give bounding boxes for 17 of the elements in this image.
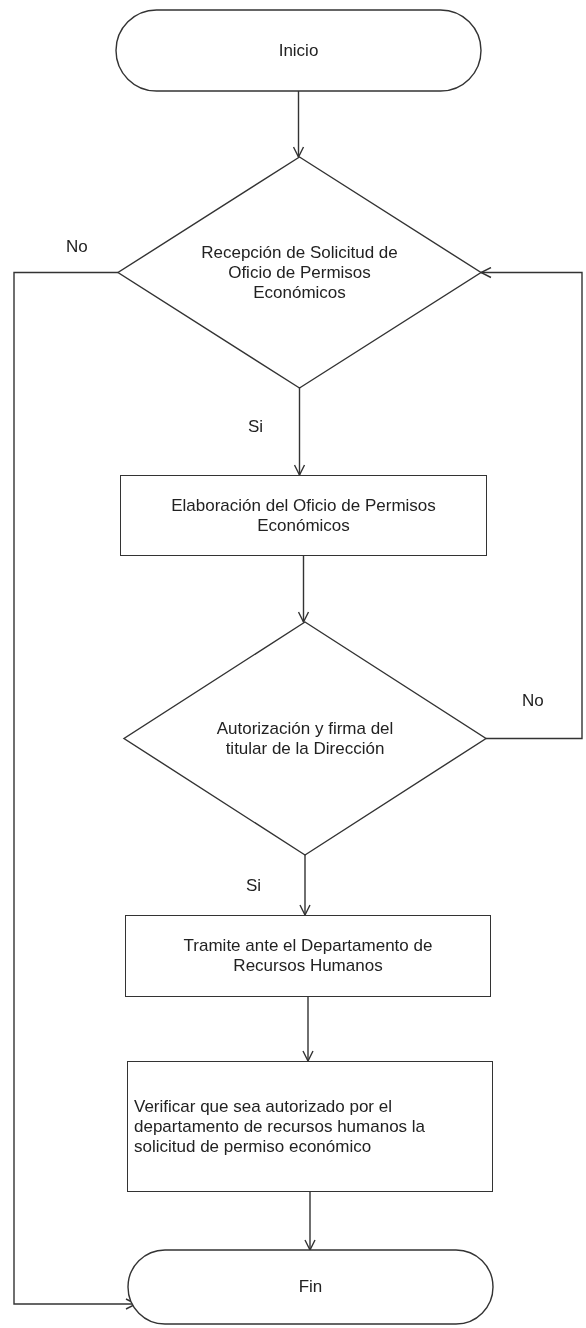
node-text: Tramite ante el Departamento de Recursos Humanos [182, 936, 434, 976]
node-text: Fin [298, 1277, 323, 1297]
arrow [293, 387, 306, 476]
arrow [304, 1191, 316, 1251]
process-box [120, 475, 487, 556]
process-box [125, 915, 491, 997]
arrow [299, 854, 311, 916]
node-text: Verificar que sea autorizado por el departamento de recursos humanos la solicitud de permiso económico [134, 1096, 427, 1157]
node-text: Recepción de Solicitud de Oficio de Permisos Económicos [200, 242, 399, 303]
arrow [297, 555, 310, 623]
arrow [292, 90, 305, 158]
arrow [302, 996, 314, 1062]
node-text: Elaboración del Oficio de Permisos Económicos [170, 495, 437, 536]
arrow [480, 266, 583, 740]
node-text: Autorización y firma del titular de la Dirección [215, 718, 395, 759]
node-text: Inicio [278, 40, 319, 61]
process-box [127, 1061, 493, 1192]
